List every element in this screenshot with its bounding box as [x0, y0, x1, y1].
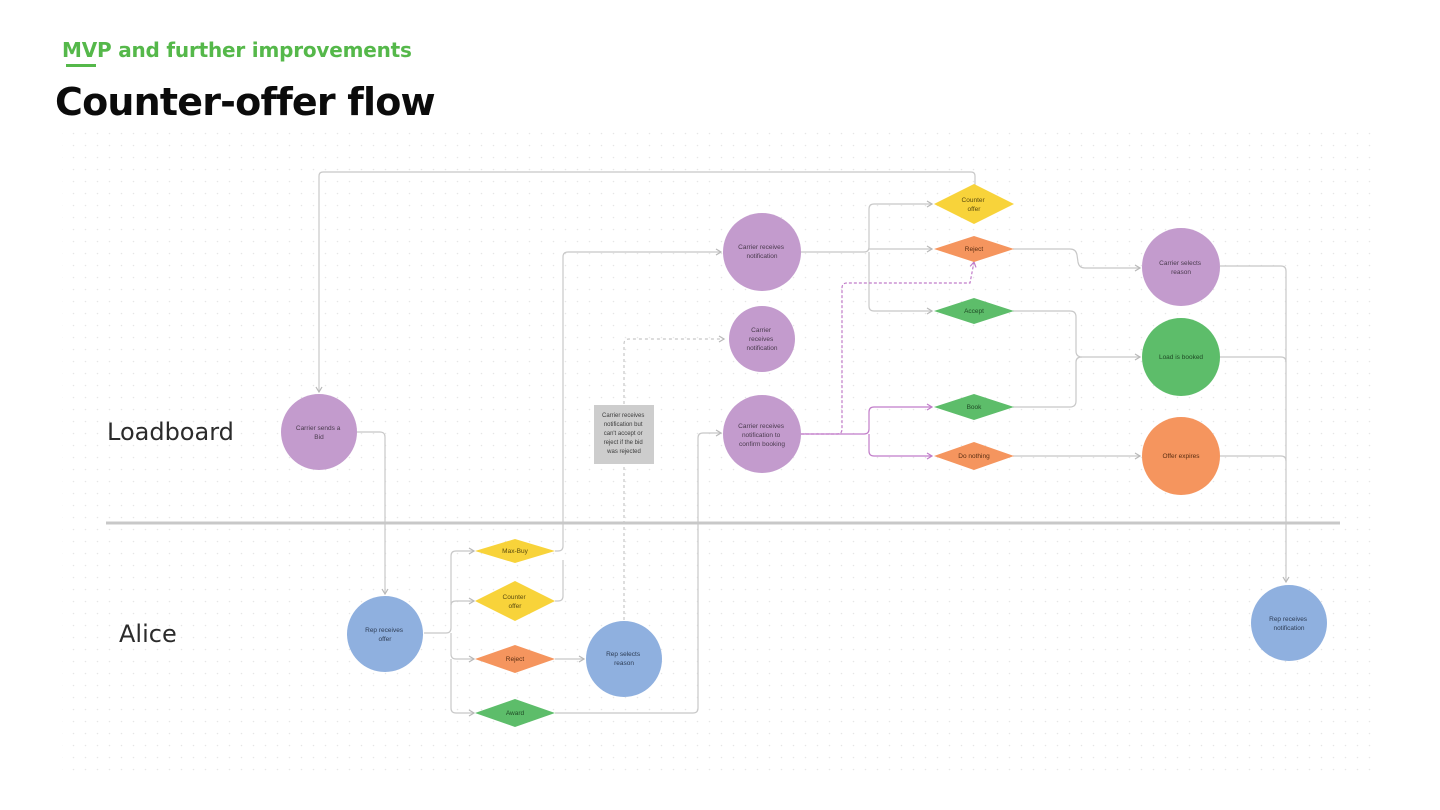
decision-accept[interactable]: Accept: [934, 298, 1014, 324]
decision-award[interactable]: Award: [475, 699, 555, 727]
edge-rep-to-award: [450, 659, 476, 717]
edge-reject-to-carrier-reason: [1013, 248, 1142, 272]
node-carrier-receives-notification-2[interactable]: Carrier receives notification: [729, 306, 795, 372]
svg-text:Counter offer: Counter offer: [503, 594, 528, 610]
edge-book-to-booked: [1013, 356, 1083, 408]
decision-counter-offer-top[interactable]: Counter offer: [934, 184, 1014, 224]
node-offer-expires[interactable]: Offer expires: [1142, 417, 1220, 495]
edge-bid-to-rep: [357, 431, 389, 596]
edge-maxbuy-to-notification: [555, 248, 723, 552]
edge-rep-to-reject: [450, 633, 476, 663]
svg-text:Counter offer: Counter offer: [962, 197, 987, 213]
edge-confirm-to-book: [801, 403, 934, 435]
decision-do-nothing[interactable]: Do nothing: [934, 442, 1014, 470]
node-load-is-booked[interactable]: Load is booked: [1142, 318, 1220, 396]
svg-text:Award: Award: [506, 710, 525, 717]
decision-book[interactable]: Book: [934, 394, 1014, 420]
edge-rep-to-maxbuy: [424, 547, 476, 634]
svg-text:Accept: Accept: [964, 308, 984, 315]
edge-counter-to-notification: [555, 560, 564, 602]
decision-reject-alice[interactable]: Reject: [475, 645, 555, 673]
node-rep-receives-notification[interactable]: Rep receives notification: [1251, 585, 1327, 661]
section-kicker: MVP and further improvements: [62, 38, 412, 62]
svg-text:Carrier receives notific: Carrier receives notification but can't …: [602, 413, 646, 455]
svg-text:Rep receives notificatio: Rep receives notification: [1269, 616, 1309, 632]
svg-text:Carrier receives notific: Carrier receives notification to confirm…: [738, 423, 786, 448]
node-rep-selects-reason[interactable]: Rep selects reason: [586, 621, 662, 697]
node-carrier-sends-bid[interactable]: Carrier sends a Bid: [281, 394, 357, 470]
svg-text:Reject: Reject: [965, 246, 984, 253]
edge-note-to-notification: [623, 335, 726, 620]
lane-label-alice: Alice: [119, 620, 177, 648]
edge-notification-to-counter: [800, 200, 934, 253]
edge-booked-to-rep-notification: [1220, 356, 1287, 363]
edge-award-to-confirm: [555, 429, 723, 714]
edge-confirm-to-reject: [801, 260, 977, 435]
svg-text:Carrier receives notific: Carrier receives notification: [738, 244, 786, 260]
svg-text:Do nothing: Do nothing: [958, 453, 990, 460]
edge-rep-to-counter: [450, 597, 476, 606]
decision-counter-offer-alice[interactable]: Counter offer: [475, 581, 555, 621]
svg-text:Reject: Reject: [506, 656, 525, 663]
note-carrier-cannot-act: Carrier receives notification but can't …: [594, 405, 654, 464]
svg-text:Rep receives offer: Rep receives offer: [365, 627, 405, 643]
svg-text:Carrier selects reason: Carrier selects reason: [1159, 260, 1203, 276]
svg-text:Load is booked: Load is booked: [1159, 354, 1203, 361]
node-carrier-selects-reason[interactable]: Carrier selects reason: [1142, 228, 1220, 306]
decision-max-buy[interactable]: Max-Buy: [475, 539, 555, 563]
svg-text:Book: Book: [967, 404, 983, 411]
edge-notification-to-accept: [868, 252, 934, 315]
node-rep-receives-offer[interactable]: Rep receives offer: [347, 596, 423, 672]
decision-reject-top[interactable]: Reject: [934, 236, 1014, 262]
edge-expires-to-rep-notification: [1220, 455, 1287, 462]
edge-confirm-to-donothing: [868, 434, 934, 460]
page-title: Counter-offer flow: [55, 80, 436, 124]
lane-label-loadboard: Loadboard: [107, 418, 234, 446]
svg-text:Rep selects reason: Rep selects reason: [606, 651, 642, 667]
svg-text:Carrier sends a Bid: Carrier sends a Bid: [296, 425, 342, 441]
kicker-underline: [66, 64, 96, 67]
svg-text:Carrier receives n: Carrier receives notification: [746, 327, 777, 352]
edge-reason-to-rep-notification: [1220, 265, 1290, 584]
svg-text:Offer expires: Offer expires: [1162, 453, 1200, 460]
node-carrier-receives-notification[interactable]: Carrier receives notification: [723, 213, 801, 291]
svg-text:Max-Buy: Max-Buy: [502, 548, 528, 555]
edge-counter-to-bid: [315, 171, 976, 394]
node-carrier-confirm-booking[interactable]: Carrier receives notification to confirm…: [723, 395, 801, 473]
